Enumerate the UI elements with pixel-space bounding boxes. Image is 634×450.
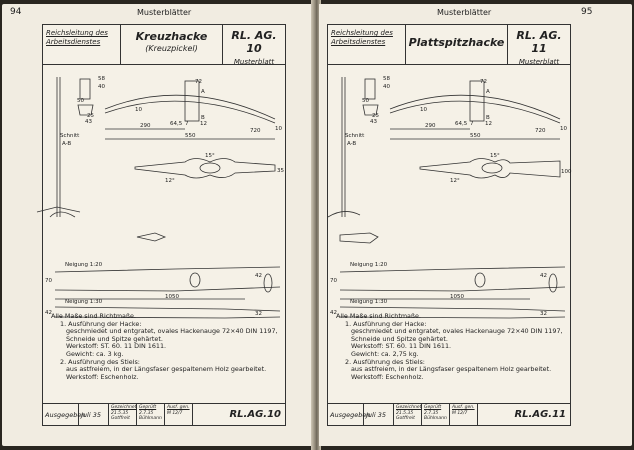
svg-text:7: 7	[185, 121, 189, 127]
organization: Reichsleitung des Arbeitsdienstes	[328, 25, 406, 64]
signature-approved: Ausf. gen.M 12/7	[450, 404, 478, 425]
head-side-view	[327, 211, 361, 218]
svg-text:15°: 15°	[205, 153, 215, 159]
svg-text:32: 32	[540, 311, 547, 317]
svg-text:Neigung 1:20: Neigung 1:20	[350, 262, 388, 268]
left-page: 94 Musterblätter Reichsleitung des Arbei…	[2, 4, 313, 446]
pick-profile-top	[389, 94, 561, 120]
svg-text:Schnitt: Schnitt	[60, 133, 80, 139]
svg-text:A-B: A-B	[62, 141, 71, 147]
handle-front-view	[54, 266, 281, 273]
svg-text:Neigung 1:30: Neigung 1:30	[350, 299, 388, 305]
head-side-view	[49, 211, 76, 218]
svg-text:64,5: 64,5	[455, 121, 468, 127]
svg-text:B: B	[486, 115, 490, 121]
svg-text:40: 40	[98, 84, 105, 90]
svg-text:42: 42	[330, 310, 337, 316]
sheet-title: Plattspitzhacke	[406, 25, 508, 64]
svg-text:720: 720	[535, 128, 546, 134]
svg-text:25: 25	[372, 113, 379, 119]
svg-text:B: B	[201, 115, 205, 121]
footer-code: RL.AG.10	[229, 409, 281, 420]
specification-notes: Alle Maße sind Richtmaße. 1. Ausführung …	[336, 312, 563, 381]
pick-plan-view	[419, 158, 561, 179]
footer-code: RL.AG.11	[514, 409, 566, 420]
svg-text:A: A	[486, 89, 490, 95]
svg-text:43: 43	[85, 119, 92, 125]
right-page: Musterblätter 95 Reichsleitung des Arbei…	[319, 4, 632, 446]
svg-text:32: 32	[255, 311, 262, 317]
svg-text:43: 43	[370, 119, 377, 125]
sheet-code: RL. AG. 10 Musterblatt	[231, 29, 277, 66]
svg-text:550: 550	[470, 133, 481, 139]
specification-notes: Alle Maße sind Richtmaße. 1. Ausführung …	[51, 312, 278, 381]
svg-text:10: 10	[560, 126, 567, 132]
technical-drawing-kreuzhacke: Schnitt A-B 58 40 50 72 10 25 43 64,5 7 …	[36, 76, 284, 319]
running-head: Musterblätter	[137, 8, 192, 17]
running-head: Musterblätter	[437, 8, 492, 17]
svg-text:58: 58	[383, 76, 390, 82]
svg-text:Schnitt: Schnitt	[345, 133, 365, 139]
svg-text:100: 100	[561, 169, 572, 175]
svg-text:290: 290	[140, 123, 151, 129]
pick-profile-top	[104, 94, 276, 120]
sheet-code: RL. AG. 11 Musterblatt	[516, 29, 562, 66]
svg-text:15°: 15°	[490, 153, 500, 159]
sheet-header: Reichsleitung des Arbeitsdienstes Platts…	[328, 25, 570, 66]
svg-text:50: 50	[77, 98, 84, 104]
svg-text:A-B: A-B	[347, 141, 356, 147]
svg-text:70: 70	[45, 278, 52, 284]
drawing-sheet: Reichsleitung des Arbeitsdienstes Platts…	[327, 24, 572, 426]
svg-text:72: 72	[480, 79, 487, 85]
svg-text:64,5: 64,5	[170, 121, 183, 127]
svg-text:42: 42	[45, 310, 52, 316]
handle-side-bottom	[54, 306, 281, 312]
book-gutter	[311, 0, 321, 450]
page-number: 95	[581, 7, 593, 17]
technical-drawing-plattspitzhacke: Schnitt A-B 58 40 50 72 10 25 43 64,5 7 …	[327, 76, 572, 319]
svg-text:1050: 1050	[450, 294, 464, 300]
svg-text:25: 25	[87, 113, 94, 119]
svg-text:10: 10	[275, 126, 282, 132]
svg-text:A: A	[201, 89, 205, 95]
svg-text:550: 550	[185, 133, 196, 139]
sheet-title: Kreuzhacke (Kreuzpickel)	[121, 25, 223, 64]
svg-text:72: 72	[195, 79, 202, 85]
svg-text:Neigung 1:20: Neigung 1:20	[65, 262, 103, 268]
svg-text:50: 50	[362, 98, 369, 104]
svg-text:10: 10	[135, 107, 142, 113]
svg-text:12°: 12°	[450, 178, 460, 184]
handle-front-view	[339, 266, 566, 273]
organization: Reichsleitung des Arbeitsdienstes	[43, 25, 121, 64]
svg-text:40: 40	[383, 84, 390, 90]
svg-text:42: 42	[540, 273, 547, 279]
signature-approved: Ausf. gen.M 12/7	[165, 404, 193, 425]
svg-text:70: 70	[330, 278, 337, 284]
svg-text:12: 12	[200, 121, 207, 127]
svg-text:720: 720	[250, 128, 261, 134]
svg-text:12°: 12°	[165, 178, 175, 184]
svg-text:1050: 1050	[165, 294, 179, 300]
drawing-sheet: Reichsleitung des Arbeitsdienstes Kreuzh…	[36, 24, 286, 426]
svg-text:290: 290	[425, 123, 436, 129]
svg-text:Neigung 1:30: Neigung 1:30	[65, 299, 103, 305]
sheet-header: Reichsleitung des Arbeitsdienstes Kreuzh…	[43, 25, 285, 66]
svg-text:12: 12	[485, 121, 492, 127]
pick-plan-view	[134, 158, 276, 179]
svg-text:42: 42	[255, 273, 262, 279]
svg-text:35: 35	[277, 168, 284, 174]
page-number: 94	[10, 7, 22, 17]
svg-text:7: 7	[470, 121, 474, 127]
handle-side-bottom	[339, 306, 566, 312]
svg-text:10: 10	[420, 107, 427, 113]
sheet-subtitle: (Kreuzpickel)	[145, 44, 198, 53]
svg-text:58: 58	[98, 76, 105, 82]
